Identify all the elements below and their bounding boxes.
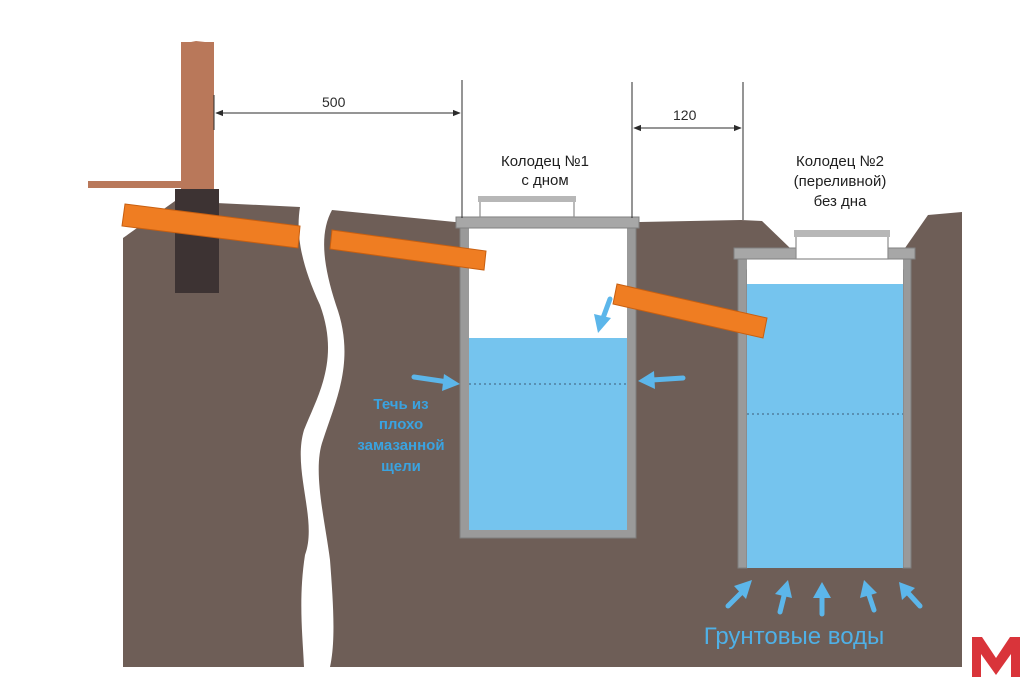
groundwater-arrow-1: [725, 580, 752, 609]
dim-label-500: 500: [322, 94, 346, 110]
soil-left: [123, 201, 329, 667]
well2-label-line1: Колодец №2: [796, 153, 884, 170]
inlet-pipe-right: [329, 229, 487, 271]
well1-slab: [455, 216, 640, 229]
groundwater-arrow-4: [860, 580, 877, 613]
well2-label-line2: (переливной): [794, 173, 887, 190]
floor-beam: [88, 181, 181, 188]
dim-label-120: 120: [673, 107, 697, 123]
inlet-pipe-left: [121, 203, 301, 249]
leak-note-line4: щели: [381, 458, 421, 475]
well2-water: [747, 284, 903, 568]
well1-water: [469, 338, 627, 530]
well2-label-line3: без дна: [814, 193, 868, 210]
well1-label-line2: с дном: [521, 172, 568, 189]
leak-note-line2: плохо: [379, 416, 423, 433]
groundwater-arrow-3: [813, 582, 831, 617]
inflow-arrow: [594, 296, 613, 333]
wooden-post: [181, 42, 214, 192]
well2-hatch-lid: [794, 230, 890, 237]
leak-arrow-left: [411, 374, 460, 391]
leak-note-line1: Течь из: [373, 396, 428, 413]
well2-hatch: [795, 234, 889, 260]
post-foundation: [175, 189, 219, 293]
well1-label-line1: Колодец №1: [501, 153, 589, 170]
overflow-pipe: [612, 283, 768, 339]
groundwater-arrow-2: [775, 580, 792, 615]
well1-hatch-lid: [478, 196, 576, 202]
groundwater-label: Грунтовые воды: [704, 623, 885, 650]
logo-mark: [972, 637, 1020, 677]
leak-note-line3: замазанной: [357, 437, 444, 454]
post-top-edge: [181, 41, 214, 48]
groundwater-arrow-5: [899, 582, 923, 609]
leak-arrow-right: [638, 371, 686, 389]
